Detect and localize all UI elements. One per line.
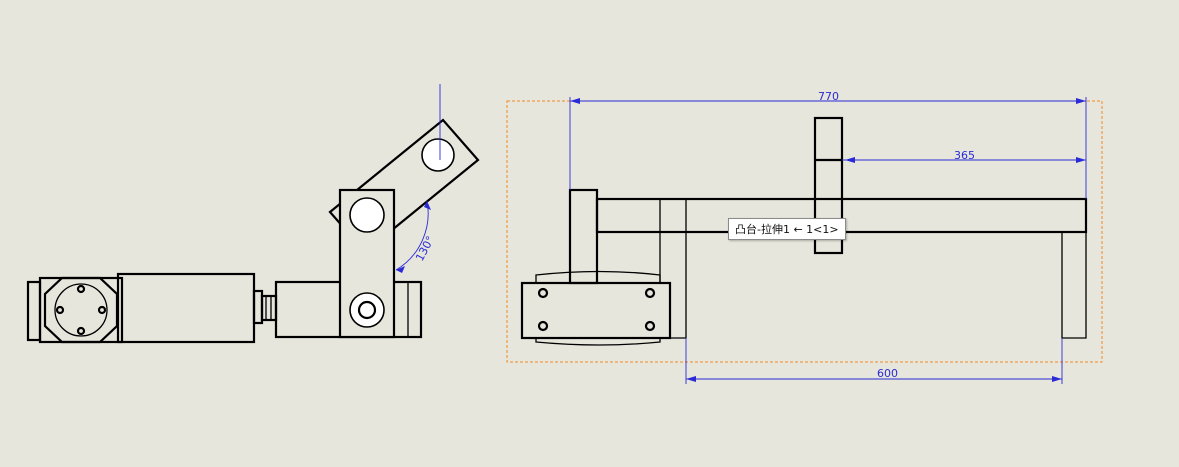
angle-arrow — [424, 201, 431, 210]
dim-arrow — [570, 98, 580, 104]
right-view[interactable]: 770 365 600 — [506, 90, 1103, 384]
flange-bolt-hole — [76, 326, 86, 336]
angle-arrow — [396, 266, 405, 273]
motor-body[interactable] — [116, 272, 256, 344]
dim-arrow — [845, 157, 855, 163]
sliding-column[interactable] — [813, 116, 844, 255]
projection-line — [670, 199, 687, 339]
dim-770-label[interactable]: 770 — [818, 90, 839, 103]
dim-365-label[interactable]: 365 — [954, 149, 975, 162]
base-bolt-hole — [537, 287, 549, 299]
flange-bolt-hole — [55, 305, 65, 315]
flange-circle — [54, 283, 108, 337]
feature-tooltip: 凸台-拉伸1 ← 1<1> — [728, 218, 846, 240]
upright-top-hole[interactable] — [349, 197, 385, 233]
base-bolt-hole — [644, 287, 656, 299]
octagon-flange[interactable] — [43, 276, 119, 344]
base-post[interactable] — [568, 188, 599, 285]
angle-arc[interactable] — [395, 200, 429, 271]
upright-bottom-hole-inner — [357, 300, 377, 320]
left-view[interactable]: 130° — [26, 84, 480, 344]
coupling-shaft[interactable] — [260, 294, 278, 322]
dim-600-label[interactable]: 600 — [877, 367, 898, 380]
base-bolt-hole — [537, 320, 549, 332]
dim-arrow — [1076, 98, 1086, 104]
base-block-bottom-edge — [535, 338, 661, 346]
projection-line — [1061, 232, 1087, 339]
arm-end-hole[interactable] — [421, 138, 455, 172]
motor-end-cap[interactable] — [26, 280, 42, 342]
base-block-top-edge — [535, 270, 661, 283]
dim-arrow — [1052, 376, 1062, 382]
upright-bottom-hole-outer[interactable] — [349, 292, 385, 328]
angle-dimension-label[interactable]: 130° — [413, 234, 437, 264]
base-bolt-hole — [644, 320, 656, 332]
flange-bolt-hole — [97, 305, 107, 315]
dim-arrow — [686, 376, 696, 382]
dim-arrow — [1076, 157, 1086, 163]
flange-bolt-hole — [76, 284, 86, 294]
coupling-collar[interactable] — [252, 289, 264, 325]
